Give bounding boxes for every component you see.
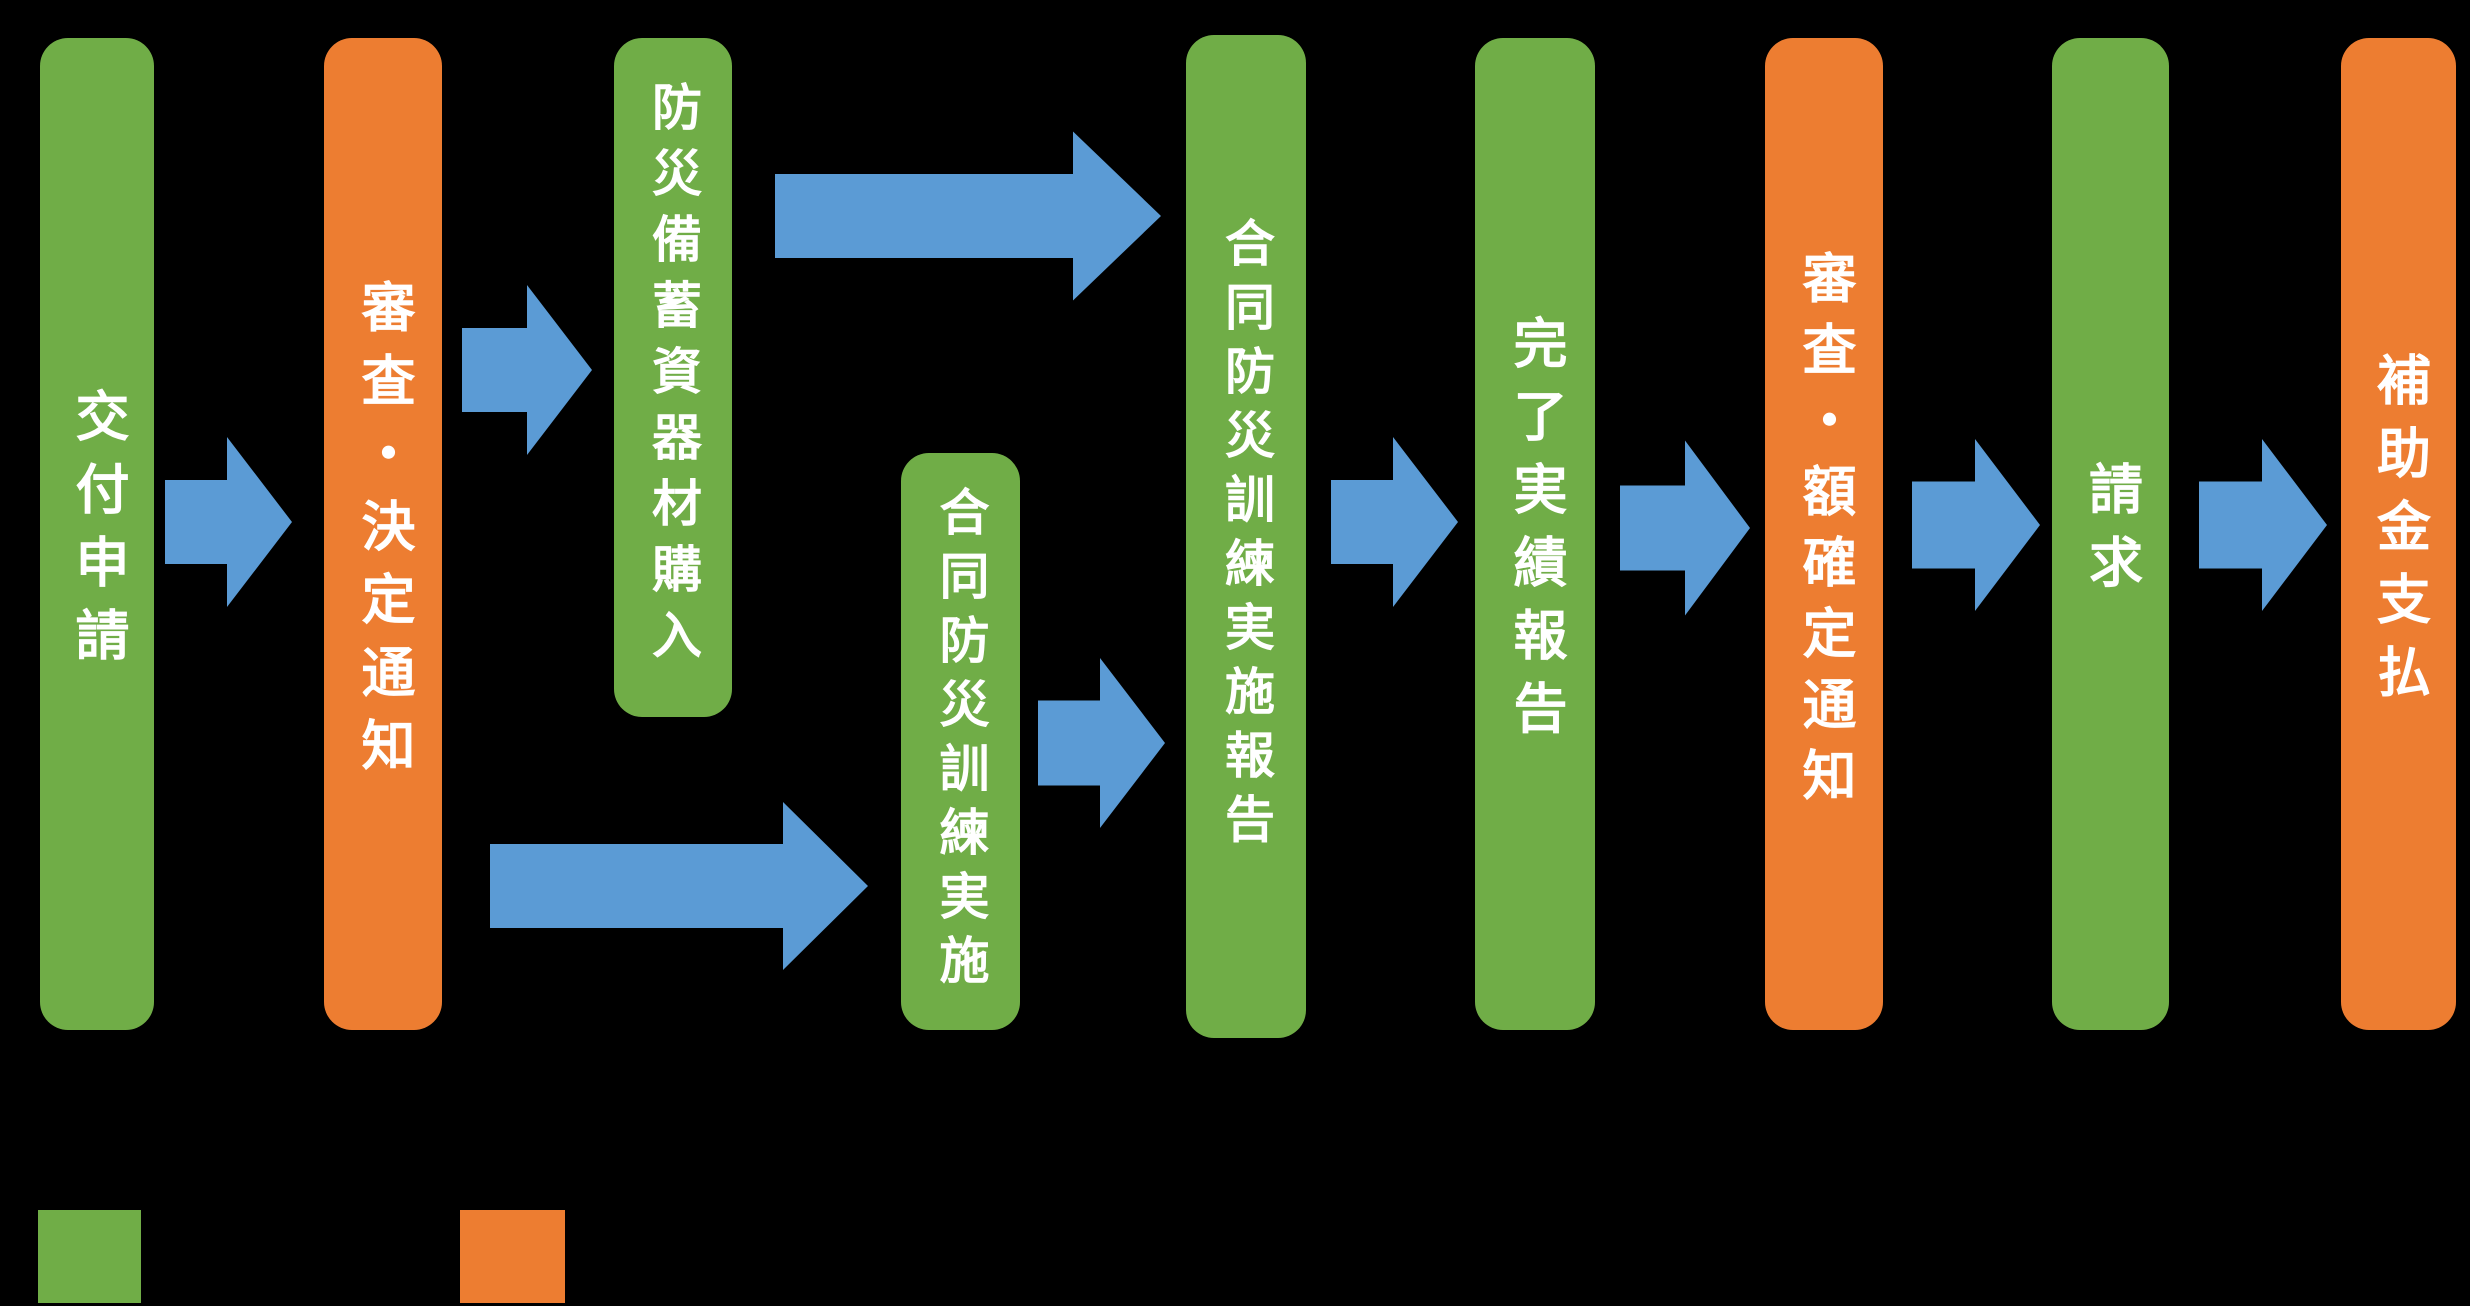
flow-node-godo-bosai-kunren-jisshi-hokoku: 合同防災訓練実施報告 — [1186, 35, 1306, 1038]
flow-node-label-godo-bosai-kunren-jisshi-hokoku: 合同防災訓練実施報告 — [1218, 216, 1274, 857]
flow-node-hojokin-shiharai: 補助金支払 — [2341, 38, 2456, 1030]
flow-node-label-hojokin-shiharai: 補助金支払 — [2368, 351, 2429, 717]
legend-swatch-green — [38, 1210, 141, 1303]
flow-node-bosai-bichiku-shikizai-konyu: 防災備蓄資器材購入 — [614, 38, 732, 717]
arrow-8 — [1912, 439, 2040, 611]
arrow-5 — [1038, 658, 1165, 828]
flow-node-label-godo-bosai-kunren-jisshi: 合同防災訓練実施 — [932, 485, 989, 998]
arrow-1 — [165, 437, 292, 607]
legend-swatch-orange — [460, 1210, 565, 1303]
flow-node-kofu-shinsei: 交付申請 — [40, 38, 154, 1030]
flow-node-kanryo-jisseki-hokoku: 完了実績報告 — [1475, 38, 1595, 1030]
flow-node-label-kofu-shinsei: 交付申請 — [67, 388, 127, 680]
flow-node-shinsa-gaku-kakutei-tsuchi: 審査・額確定通知 — [1765, 38, 1883, 1030]
flow-node-label-bosai-bichiku-shikizai-konyu: 防災備蓄資器材購入 — [645, 80, 701, 675]
flow-node-label-kanryo-jisseki-hokoku: 完了実績報告 — [1505, 315, 1565, 753]
arrow-2 — [462, 285, 592, 455]
flow-node-shinsa-kettei-tsuchi: 審査・決定通知 — [324, 38, 442, 1030]
arrow-6 — [1331, 437, 1458, 607]
flow-node-label-shinsa-gaku-kakutei-tsuchi: 審査・額確定通知 — [1794, 250, 1854, 818]
arrow-4 — [490, 802, 868, 970]
arrow-3 — [775, 131, 1161, 301]
flow-node-label-shinsa-kettei-tsuchi: 審査・決定通知 — [353, 278, 413, 790]
arrow-7 — [1620, 440, 1750, 616]
arrow-9 — [2199, 439, 2327, 611]
flow-node-godo-bosai-kunren-jisshi: 合同防災訓練実施 — [901, 453, 1020, 1030]
flow-node-label-seikyu: 請求 — [2080, 461, 2141, 607]
flow-node-seikyu: 請求 — [2052, 38, 2169, 1030]
